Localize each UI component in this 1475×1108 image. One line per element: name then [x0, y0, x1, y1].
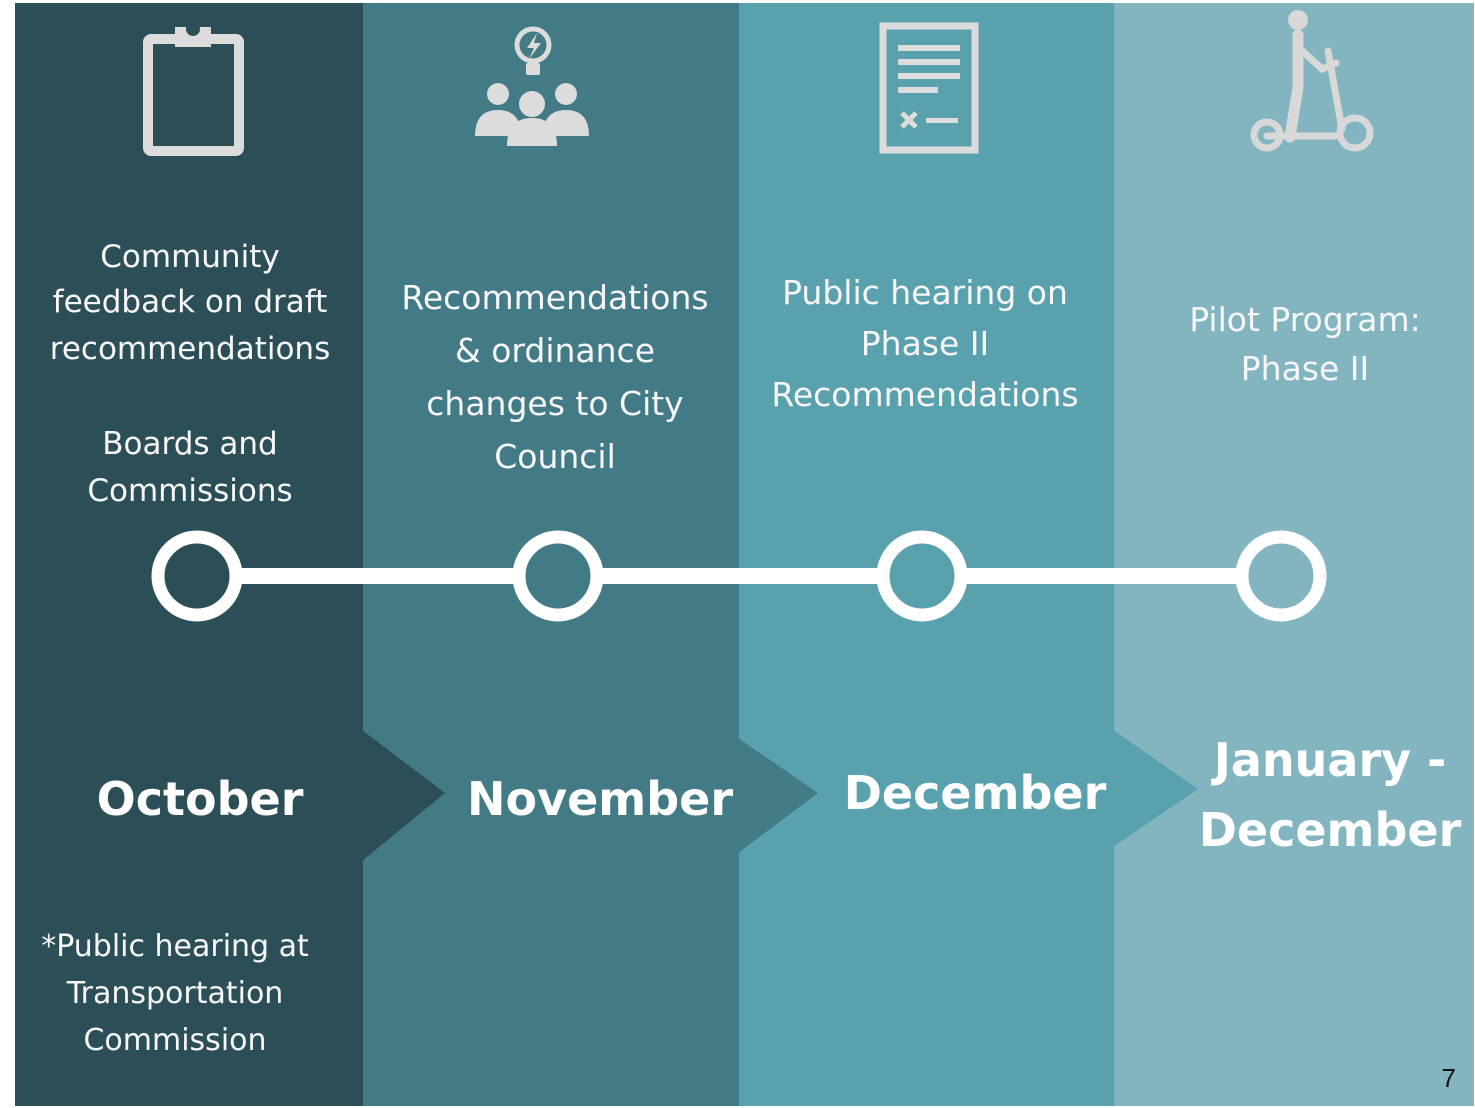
october-sub-description: Boards and Commissions [35, 421, 345, 515]
november-label: November [455, 767, 745, 831]
description-line: Council [494, 437, 616, 476]
december-label: December [830, 761, 1120, 825]
october-note: *Public hearing at Transportation Commis… [20, 923, 330, 1064]
page-number: 7 [1441, 1063, 1456, 1093]
description-line: Public hearing on [782, 273, 1068, 312]
description-line: feedback on draft [52, 284, 328, 320]
note-line: Transportation [66, 976, 284, 1011]
pilot-description: Pilot Program: Phase II [1155, 295, 1455, 393]
october-description: Community feedback on draft recommendati… [35, 234, 345, 373]
december-description: Public hearing on Phase II Recommendatio… [750, 267, 1100, 420]
month-line: December [1198, 803, 1462, 857]
october-arrow [362, 730, 445, 861]
description-line: & ordinance [454, 331, 655, 370]
month-line: January - [1213, 733, 1447, 787]
november-description: Recommendations & ordinance changes to C… [380, 271, 730, 483]
milestone-november [512, 530, 604, 622]
description-line: Recommendations [771, 375, 1079, 414]
milestone-october [151, 530, 243, 622]
note-line: *Public hearing at [41, 929, 309, 964]
document-icon [879, 22, 979, 154]
team-idea-icon [475, 26, 589, 146]
clipboard-icon [143, 22, 244, 156]
description-line: Phase II [1240, 349, 1370, 388]
timeline-graphics [143, 10, 1374, 861]
description-line: Phase II [860, 324, 990, 363]
december-arrow [1113, 730, 1198, 847]
month-line: November [466, 772, 734, 826]
description-line: Recommendations [401, 278, 709, 317]
milestone-december [876, 530, 968, 622]
month-line: October [96, 772, 304, 826]
description-line: Commissions [87, 473, 293, 509]
november-arrow [738, 738, 818, 853]
milestone-january-december [1235, 530, 1327, 622]
timeline-slide: Community feedback on draft recommendati… [15, 3, 1474, 1106]
scooter-icon [1250, 10, 1374, 152]
description-line: changes to City [426, 384, 684, 423]
description-line: Community [100, 239, 280, 275]
month-line: December [843, 766, 1107, 820]
description-line: recommendations [49, 331, 331, 367]
note-line: Commission [83, 1023, 267, 1058]
description-line: Boards and [102, 426, 278, 462]
description-line: Pilot Program: [1189, 300, 1421, 339]
january-december-label: January - December [1190, 725, 1470, 865]
october-label: October [75, 767, 325, 831]
